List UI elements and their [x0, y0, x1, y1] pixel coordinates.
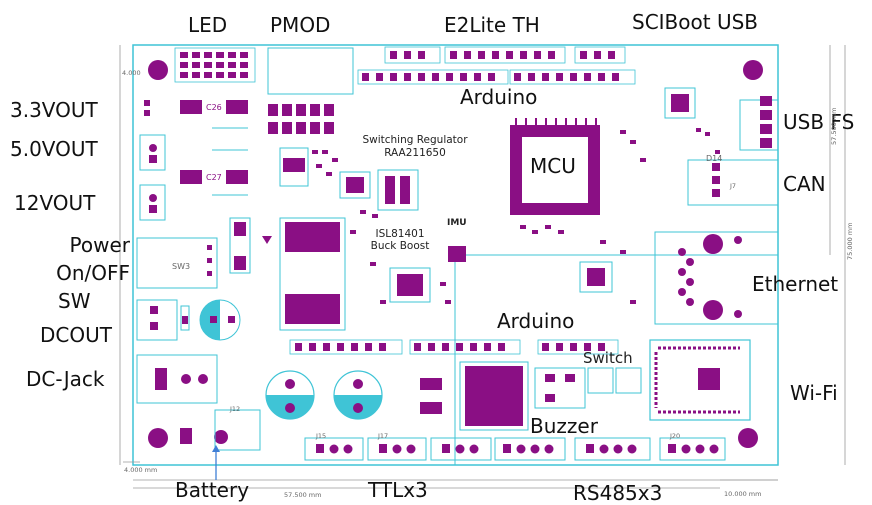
- switching-regulator: [279, 147, 419, 211]
- led-array: [180, 52, 248, 78]
- capacitor-c26: [180, 100, 248, 114]
- ethernet-connector: [654, 231, 779, 325]
- sciboot-usb-chip: [664, 87, 696, 119]
- label-e2lite: E2Lite TH: [444, 13, 540, 37]
- silk-j15: J15: [316, 432, 327, 440]
- voltage-out-pads: [144, 100, 157, 213]
- bulk-capacitors: [265, 370, 383, 420]
- usb-fs-connector: [739, 96, 779, 151]
- dc-jack: [136, 354, 218, 404]
- label-usb-fs: USB FS: [783, 110, 855, 134]
- pmod-array: [268, 104, 334, 134]
- dimension-bottom-left: 57.500 mm: [284, 491, 322, 499]
- label-isl81401: ISL81401: [375, 228, 425, 240]
- silk-d14: D14: [706, 154, 723, 163]
- label-battery: Battery: [175, 478, 250, 502]
- label-sciboot: SCIBoot USB: [632, 10, 759, 34]
- label-12v-out: 12VOUT: [14, 191, 96, 215]
- label-switching-regulator: Switching Regulator: [362, 134, 468, 146]
- label-3v3-out: 3.3VOUT: [10, 98, 98, 122]
- mcu-chip: [510, 118, 600, 215]
- ethernet-phy: [579, 261, 613, 293]
- label-rs485: RS485x3: [573, 481, 663, 505]
- battery-connector: [180, 409, 261, 451]
- can-pins: [712, 163, 720, 197]
- can-connector: [687, 159, 779, 206]
- label-power: Power: [69, 233, 130, 257]
- label-ttl: TTLx3: [368, 478, 428, 502]
- dimension-left-top: 4.000: [122, 69, 141, 77]
- label-dc-jack: DC-Jack: [26, 367, 105, 391]
- wifi-module: [649, 339, 751, 421]
- imu-chip: [448, 246, 466, 262]
- label-arduino-mid: Arduino: [497, 309, 575, 333]
- led-outline: [174, 47, 256, 83]
- label-power-sw: SW: [58, 289, 91, 313]
- label-buck-boost: Buck Boost: [370, 240, 430, 252]
- label-mcu: MCU: [530, 154, 576, 178]
- isl81401-chip: [389, 267, 431, 303]
- ttl-connectors: [304, 437, 492, 461]
- label-buzzer: Buzzer: [530, 414, 598, 438]
- label-dcout: DCOUT: [40, 323, 112, 347]
- silk-j20: J20: [670, 432, 681, 440]
- label-can: CAN: [783, 172, 826, 196]
- power-switch: [136, 237, 218, 289]
- capacitor-c27: [180, 170, 248, 184]
- mounting-hole: [743, 60, 763, 80]
- label-imu: IMU: [447, 218, 467, 228]
- pmod-connector: [267, 47, 354, 95]
- small-caps: [420, 378, 442, 414]
- buzzer: [459, 361, 529, 431]
- e2lite-header: [384, 46, 626, 64]
- mounting-hole: [148, 428, 168, 448]
- dimension-right-a: 57.500 mm: [830, 107, 838, 145]
- label-ethernet: Ethernet: [752, 272, 839, 296]
- arduino-mid-header: [289, 339, 619, 355]
- label-wifi: Wi-Fi: [790, 381, 838, 405]
- label-raa211650: RAA211650: [384, 147, 446, 159]
- silk-j12: J12: [230, 405, 241, 413]
- label-led: LED: [188, 13, 228, 37]
- dimension-right-b: 75.000 mm: [846, 222, 854, 260]
- electrolytic-capacitor: [199, 299, 241, 341]
- mounting-hole: [148, 60, 168, 80]
- label-switch: Switch: [583, 349, 633, 367]
- silk-j7: J7: [730, 182, 737, 190]
- silk-c27: C27: [206, 173, 222, 182]
- rs485-connectors: [494, 437, 726, 461]
- switch-block: [534, 367, 642, 409]
- label-arduino-top: Arduino: [460, 85, 538, 109]
- dimension-left-bottom: 4.000 mm: [124, 466, 158, 474]
- silk-c26: C26: [206, 103, 222, 112]
- silk-sw3: SW3: [172, 262, 191, 271]
- dimension-bottom-right: 10.000 mm: [724, 490, 762, 498]
- dcout-connector: [136, 299, 190, 341]
- arduino-top-header: [357, 69, 636, 85]
- mounting-hole: [738, 428, 758, 448]
- label-pmod: PMOD: [270, 13, 331, 37]
- silk-j17: J17: [378, 432, 389, 440]
- buck-boost-inductor: [229, 217, 346, 331]
- dimension-lines: [119, 45, 846, 489]
- label-5v0-out: 5.0VOUT: [10, 137, 98, 161]
- small-passives: [312, 128, 720, 304]
- label-power-onoff: On/OFF: [56, 261, 130, 285]
